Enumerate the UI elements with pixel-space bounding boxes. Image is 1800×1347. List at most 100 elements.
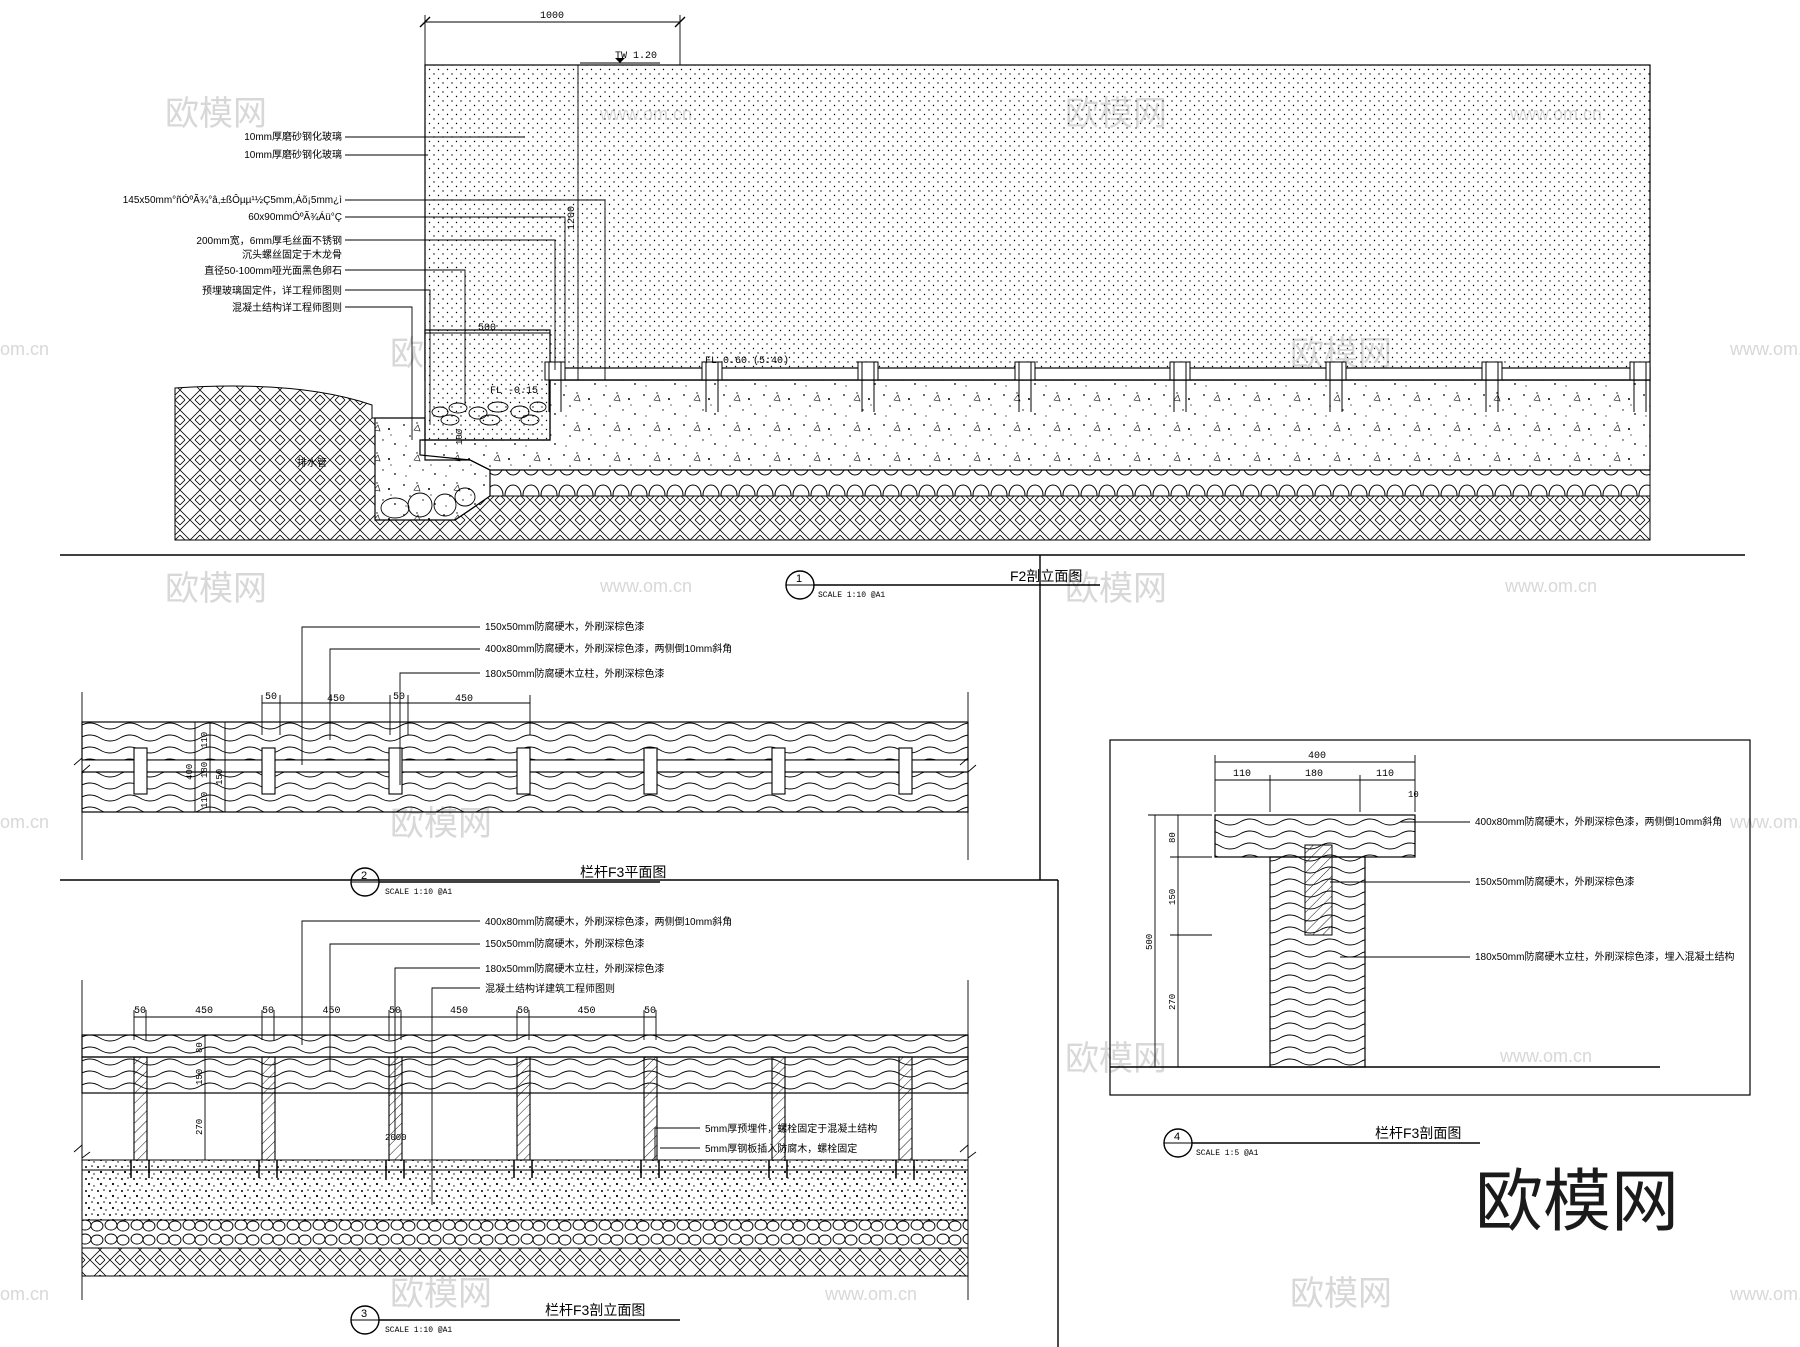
- svg-text:1000: 1000: [540, 11, 564, 22]
- label-section-180x50: 180x50mm防腐硬木立柱，外刷深棕色漆，埋入混凝土结构: [1475, 950, 1734, 963]
- plan-post: [261, 747, 276, 795]
- watermark-site: om.cn: [0, 339, 49, 359]
- svg-text:270: 270: [1168, 994, 1178, 1010]
- dim-1200: 1200: [567, 65, 579, 380]
- label-section-150x50: 150x50mm防腐硬木，外刷深棕色漆: [1475, 875, 1634, 888]
- svg-text:400: 400: [1308, 751, 1326, 762]
- dim-chain-label: 450: [577, 1006, 595, 1017]
- label-frosted-glass-1: 10mm厚磨砂钢化玻璃: [244, 130, 342, 143]
- elev-gravel-bed: [81, 1219, 969, 1249]
- view3-side-dims: 80 150 270 2000: [195, 1035, 407, 1160]
- sheet-frames: [60, 555, 1751, 1347]
- view4-scale: SCALE 1:5 @A1: [1196, 1149, 1259, 1158]
- view2-leaders: 150x50mm防腐硬木，外刷深棕色漆 400x80mm防腐硬木，外刷深棕色漆，…: [301, 620, 732, 785]
- label-timber-60x90: 60x90mmÓºÃ¾Áü°Ç: [248, 210, 342, 223]
- view2-title-block: 2 栏杆F3平面图 SCALE 1:10 @A1: [350, 864, 666, 897]
- svg-text:110: 110: [1376, 769, 1394, 780]
- watermark-site: www.om.cn: [824, 1284, 917, 1304]
- svg-text:TW 1.20: TW 1.20: [615, 51, 657, 62]
- view2-scale: SCALE 1:10 @A1: [385, 888, 452, 897]
- svg-text:450: 450: [327, 694, 345, 705]
- label-plan-400x80: 400x80mm防腐硬木，外刷深棕色漆，两侧倒10mm斜角: [485, 642, 732, 655]
- dim-chain-label: 50: [134, 1006, 146, 1017]
- watermark-site: www.om.cn: [1729, 812, 1800, 832]
- label-embedded-fixing: 预埋玻璃固定件，详工程师图则: [202, 284, 342, 297]
- label-plan-150x50: 150x50mm防腐硬木，外刷深棕色漆: [485, 620, 644, 633]
- label-countersunk-screw: 沉头螺丝固定于木龙骨: [242, 248, 342, 261]
- dim-chain-label: 450: [450, 1006, 468, 1017]
- dim-chain-label: 450: [195, 1006, 213, 1017]
- svg-text:500: 500: [478, 323, 496, 334]
- svg-text:400: 400: [185, 764, 195, 780]
- svg-text:500: 500: [1145, 934, 1155, 950]
- view2-dims: 50 450 50 450 400 110 180 110 150: [185, 692, 531, 812]
- label-embedded-plate: 5mm厚预埋件，螺栓固定于混凝土结构: [705, 1122, 877, 1135]
- label-elev-400x80: 400x80mm防腐硬木，外刷深棕色漆，两侧倒10mm斜角: [485, 915, 732, 928]
- watermark-brand: 欧模网: [1290, 1275, 1392, 1313]
- svg-text:110: 110: [200, 792, 210, 808]
- dim-100: 100: [455, 429, 465, 445]
- view4-title: 栏杆F3剖面图: [1375, 1125, 1461, 1141]
- drain-stones: [380, 487, 476, 519]
- section-inner-rail: [1304, 844, 1333, 936]
- view4-number: 4: [1174, 1131, 1180, 1143]
- fl-left-label: FL -0.15: [490, 386, 538, 397]
- label-frosted-glass-2: 10mm厚磨砂钢化玻璃: [244, 148, 342, 161]
- watermark-site: www.om.cn: [1729, 339, 1800, 359]
- svg-text:150: 150: [195, 1069, 205, 1085]
- svg-text:1200: 1200: [567, 206, 578, 230]
- watermark-brand: 欧模网: [1065, 570, 1167, 608]
- plan-post: [643, 747, 658, 795]
- watermark-site: www.om.cn: [599, 576, 692, 596]
- dim-chain-label: 50: [262, 1006, 274, 1017]
- elev-concrete: [81, 1169, 969, 1221]
- view4-side-dims: 80 150 270 500: [1145, 814, 1212, 1068]
- label-stainless-steel: 200mm宽，6mm厚毛丝面不锈钢: [196, 234, 342, 247]
- dim-1000: 1000: [419, 11, 686, 65]
- label-concrete-structure: 混凝土结构详工程师图则: [232, 301, 342, 314]
- elev-handrail: [81, 1034, 969, 1058]
- dim-chain-label: 450: [322, 1006, 340, 1017]
- view-4-section: 400 110 180 110 10 80 150 270 500 400x80…: [1110, 751, 1734, 1158]
- view3-title-block: 3 栏杆F3剖立面图 SCALE 1:10 @A1: [350, 1302, 680, 1335]
- drain-pipe-label: 排水管: [297, 456, 327, 469]
- label-timber-145x50: 145x50mm°ñÓºÃ¾°â,±ßÔµµ¹½Ç5mm,Áõ¡5mm¿ì: [123, 193, 342, 206]
- elev-base-plate: [81, 1159, 969, 1171]
- plan-post: [898, 747, 913, 795]
- svg-text:50: 50: [265, 692, 277, 703]
- watermark-site: www.om.cn: [1504, 576, 1597, 596]
- watermark-site: om.cn: [0, 812, 49, 832]
- svg-text:180: 180: [1305, 769, 1323, 780]
- view1-title-block: 1 F2剖立面图 SCALE 1:10 @A1: [785, 568, 1100, 600]
- view1-scale: SCALE 1:10 @A1: [818, 591, 885, 600]
- view1-title: F2剖立面图: [1010, 568, 1082, 584]
- svg-text:80: 80: [195, 1042, 205, 1053]
- view4-leaders: 400x80mm防腐硬木，外刷深棕色漆，两侧倒10mm斜角 150x50mm防腐…: [1330, 815, 1734, 963]
- plan-posts: [133, 747, 913, 795]
- view1-leaders: 10mm厚磨砂钢化玻璃 10mm厚磨砂钢化玻璃 145x50mm°ñÓºÃ¾°â…: [123, 130, 606, 440]
- view3-leaders: 400x80mm防腐硬木，外刷深棕色漆，两侧倒10mm斜角 150x50mm防腐…: [301, 915, 877, 1205]
- svg-text:150: 150: [215, 769, 225, 785]
- svg-text:180: 180: [200, 762, 210, 778]
- dim-chain-label: 50: [517, 1006, 529, 1017]
- svg-text:10: 10: [1408, 790, 1419, 800]
- view3-scale: SCALE 1:10 @A1: [385, 1326, 452, 1335]
- dim-500: 500: [425, 323, 550, 334]
- brand-logo-text: 欧模网: [1475, 1163, 1679, 1242]
- label-elev-concrete: 混凝土结构详建筑工程师图则: [485, 982, 615, 995]
- svg-text:270: 270: [195, 1119, 205, 1135]
- svg-text:150: 150: [1168, 889, 1178, 905]
- elev-earth: [81, 1247, 969, 1277]
- svg-text:110: 110: [200, 732, 210, 748]
- svg-text:110: 110: [1233, 769, 1251, 780]
- view4-title-block: 4 栏杆F3剖面图 SCALE 1:5 @A1: [1163, 1125, 1480, 1158]
- plan-post: [133, 747, 148, 795]
- plan-post: [516, 747, 531, 795]
- watermark-site: om.cn: [0, 1284, 49, 1304]
- plan-post: [771, 747, 786, 795]
- view-1-section: 1000 TW 1.20 1200 500 100 FL -0.15 FL 0.…: [60, 11, 1745, 600]
- label-black-pebbles: 直径50-100mm哑光面黑色卵石: [204, 264, 342, 277]
- earth-fill: [174, 385, 1651, 541]
